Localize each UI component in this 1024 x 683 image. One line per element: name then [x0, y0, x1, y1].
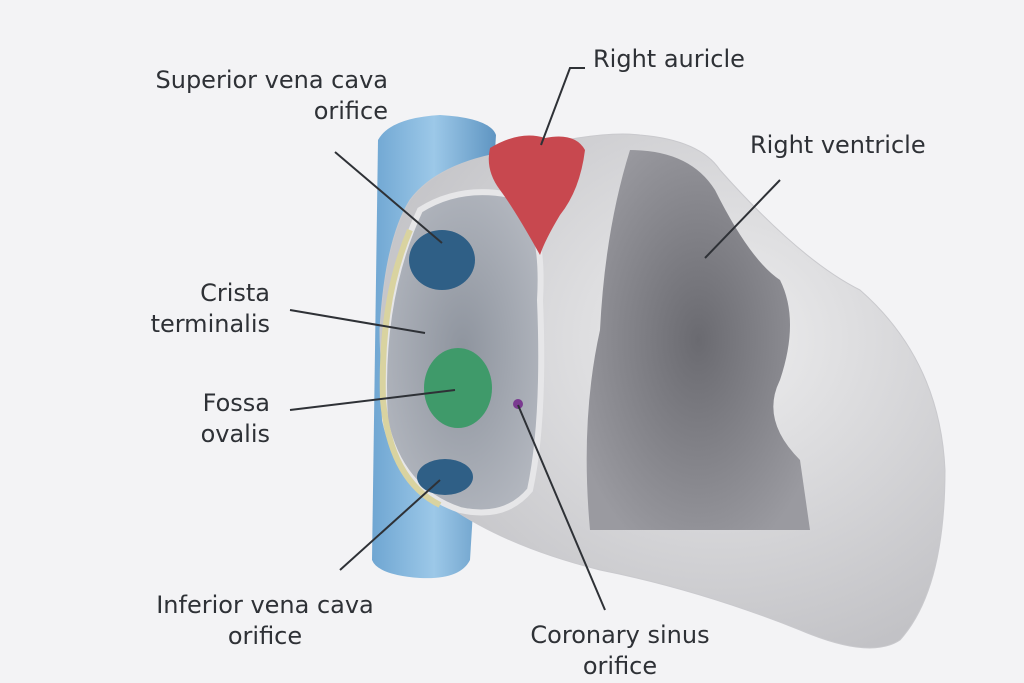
leader-line — [339, 479, 441, 571]
label-crista-terminalis: Crista terminalis — [150, 278, 270, 340]
label-inferior-vena-cava-orifice: Inferior vena cava orifice — [120, 590, 410, 652]
label-line: Crista — [200, 279, 270, 307]
label-right-auricle: Right auricle — [593, 45, 745, 73]
label-line: orifice — [227, 622, 303, 650]
coronary-sinus-orifice — [513, 399, 523, 409]
label-coronary-sinus-orifice: Coronary sinus orifice — [505, 620, 735, 682]
label-line: orifice — [313, 97, 388, 125]
right-ventricle-cavity — [586, 150, 810, 530]
label-line: orifice — [582, 652, 658, 680]
label-fossa-ovalis: Fossa ovalis — [150, 388, 270, 450]
leader-line — [540, 67, 585, 146]
leader-line — [289, 389, 456, 411]
label-right-ventricle: Right ventricle — [750, 131, 926, 159]
leader-lines — [289, 67, 781, 611]
right-auricle — [488, 135, 585, 255]
label-line: Fossa — [202, 389, 270, 417]
label-superior-vena-cava-orifice: Superior vena cava orifice — [120, 65, 389, 127]
label-line: terminalis — [150, 310, 270, 338]
leader-line — [334, 151, 443, 244]
leader-line — [517, 404, 606, 611]
label-line: Coronary sinus — [530, 621, 710, 649]
svc-orifice — [409, 230, 475, 290]
ivc-orifice — [417, 459, 473, 495]
label-line: Inferior vena cava — [156, 591, 374, 619]
fossa-ovalis — [424, 348, 492, 428]
leader-line — [289, 309, 426, 334]
label-line: ovalis — [200, 420, 270, 448]
label-line: Superior vena cava — [155, 66, 389, 94]
leader-line — [704, 179, 781, 259]
crista-terminalis — [379, 228, 442, 508]
